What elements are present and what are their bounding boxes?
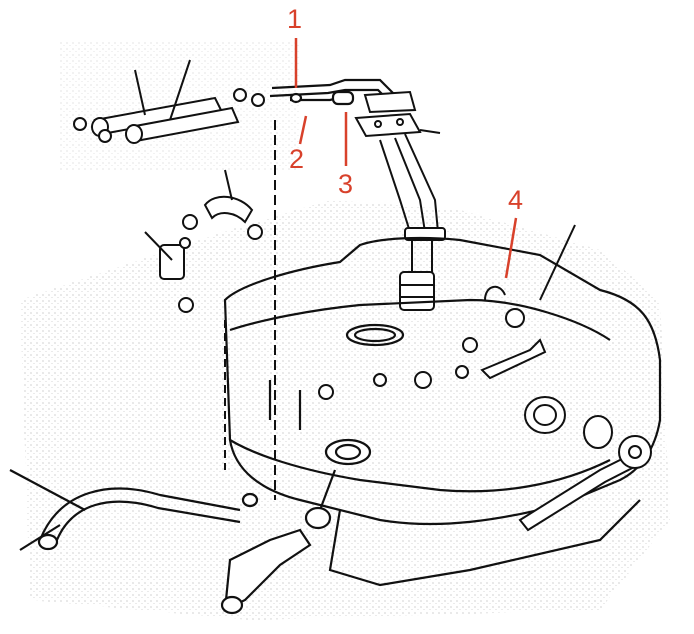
left-fittings xyxy=(144,120,276,500)
sender-unit xyxy=(354,90,446,311)
callout-label-4: 4 xyxy=(508,185,524,215)
lower-left-hose xyxy=(9,469,259,551)
leader-2 xyxy=(298,115,308,145)
callout-label-2: 2 xyxy=(289,144,305,174)
filler-neck xyxy=(220,438,372,615)
callout-leaders xyxy=(294,38,518,279)
leader-4 xyxy=(504,217,518,279)
hose-clamp xyxy=(73,88,265,143)
upper-hose-assembly xyxy=(73,59,265,144)
breather-fittings xyxy=(318,224,652,532)
callout-label-1: 1 xyxy=(287,4,303,34)
callout-label-3: 3 xyxy=(338,169,354,199)
fuel-tank xyxy=(223,236,662,587)
